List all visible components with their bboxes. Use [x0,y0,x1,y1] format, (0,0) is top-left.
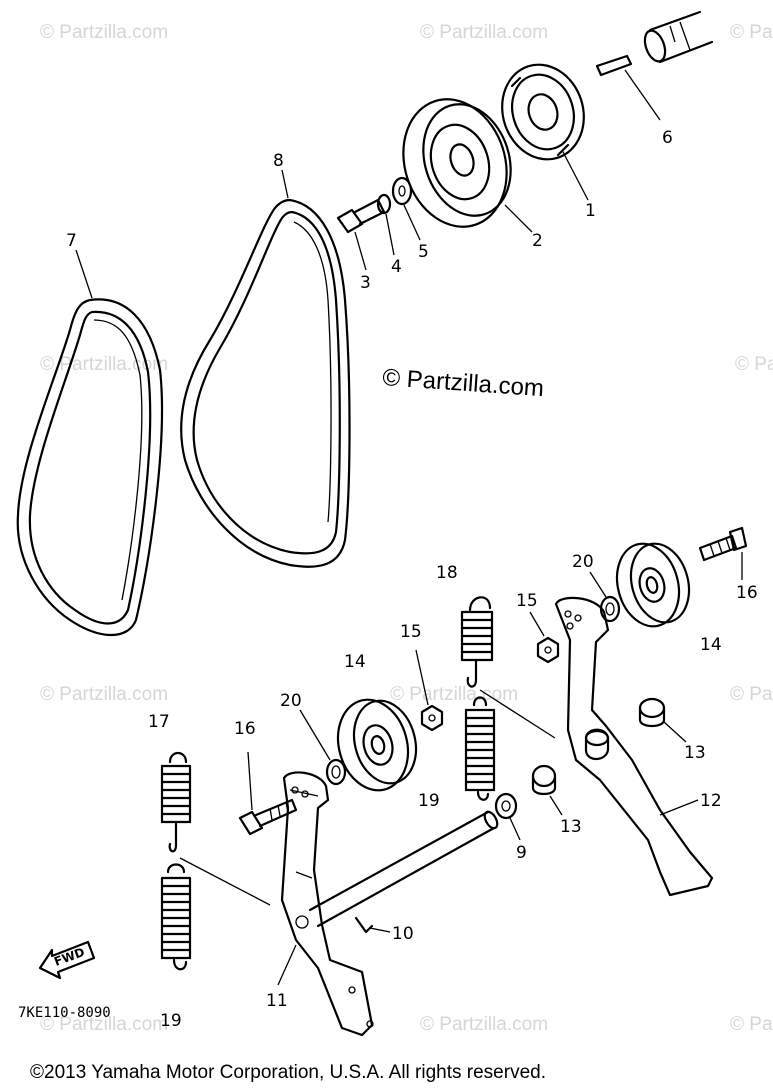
washer-part-9 [494,792,521,841]
callout-19-middle: 19 [418,791,440,811]
belt-part-8 [180,169,351,568]
spring-part-18 [460,596,556,739]
nut-part-15-left [415,649,444,732]
tension-arm-part-11 [277,771,374,1037]
callout-20-left: 20 [280,691,302,711]
callout-3: 3 [360,273,371,293]
callout-16-left: 16 [234,719,256,739]
cross-shaft [308,810,499,928]
callout-14-right: 14 [700,635,722,655]
watermark: © Partzilla.com [730,22,773,43]
watermark: © Partzilla.com [40,684,168,705]
drive-shaft [643,10,714,64]
callout-17: 17 [148,712,170,732]
nut-part-15-right [529,611,560,664]
collar-part-13-left [531,764,563,816]
callout-9: 9 [516,843,527,863]
diagram-code: 7KE110-8090 [18,1005,111,1021]
watermark: © Partzilla.com [730,1014,773,1035]
pulley-part-2 [402,98,533,233]
callout-10: 10 [392,924,414,944]
bolt-part-3 [336,198,386,271]
callout-6: 6 [662,128,673,148]
pulley-part-1 [501,63,589,201]
belt-part-7 [16,249,164,637]
copyright-notice: ©2013 Yamaha Motor Corporation, U.S.A. A… [30,1062,546,1083]
callout-layer: 1 2 3 4 5 6 7 8 9 10 11 12 13 13 14 14 1… [66,128,758,1031]
washer-part-4 [376,193,395,256]
callout-8: 8 [273,151,284,171]
forward-arrow-icon: FWD [38,940,96,980]
bolt-part-16-left [238,751,298,836]
callout-7: 7 [66,231,77,251]
watermark: © Partzilla.com [40,22,168,43]
collar-part-20-left [299,709,347,786]
pin-part-10 [354,916,391,934]
idler-pulley-part-14-right [615,542,691,628]
callout-15-left: 15 [400,622,422,642]
fwd-label: FWD [52,945,86,969]
key-part-6 [595,54,661,121]
idler-pulley-part-14-left [336,698,418,792]
callout-16-right: 16 [736,583,758,603]
tension-arm-part-12 [554,596,714,897]
watermark: © Partzilla.com [420,22,548,43]
spring-part-19-lower [160,863,192,971]
callout-12: 12 [700,791,722,811]
callout-14-left: 14 [344,652,366,672]
watermark: © Partzilla.com [420,1014,548,1035]
callout-4: 4 [391,257,402,277]
callout-1: 1 [585,201,596,221]
watermark: © Partzilla.com [390,684,518,705]
callout-15-right: 15 [516,591,538,611]
watermark: © Partzilla.com [40,1014,168,1035]
bolt-part-16-right [698,526,748,580]
spring-part-17 [160,751,271,906]
callout-13-right: 13 [684,743,706,763]
watermark: © Partzilla.com [730,684,773,705]
watermark: © Partzilla.com [735,354,773,375]
washer-part-5 [391,176,421,241]
callout-18: 18 [436,563,458,583]
spring-part-19-middle [464,696,496,801]
callout-19-lower: 19 [160,1011,182,1031]
collar-part-13-right [638,697,687,743]
callout-11: 11 [266,991,288,1011]
center-watermark: © Partzilla.com [382,364,545,402]
callout-2: 2 [532,231,543,251]
callout-13-left: 13 [560,817,582,837]
callout-5: 5 [418,242,429,262]
callout-20-right: 20 [572,552,594,572]
